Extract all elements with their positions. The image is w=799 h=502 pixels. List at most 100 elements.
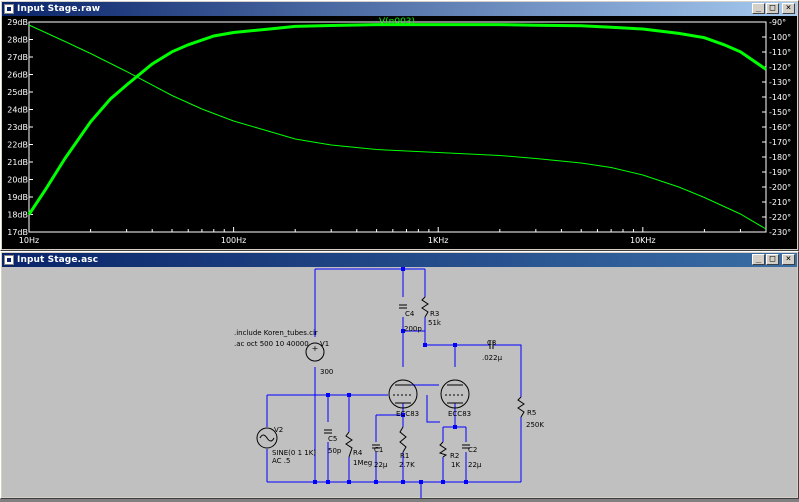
ac-directive[interactable]: .ac oct 500 10 40000 [234, 340, 309, 348]
c3-value[interactable]: .022µ [482, 354, 503, 362]
y-right-tick-label: -210° [769, 198, 791, 207]
close-button[interactable]: × [782, 3, 795, 14]
y-right-tick-label: -190° [769, 168, 791, 177]
y-right-tick-label: -150° [769, 108, 791, 117]
v2-ref: V2 [274, 426, 283, 434]
plot-window-controls: _ □ × [752, 3, 795, 14]
r1-ref: R1 [400, 452, 409, 460]
bode-plot[interactable]: V(n003) 29dB28dB27dB26dB25dB24dB23dB22dB… [2, 16, 797, 250]
plot-window-titlebar[interactable]: Input Stage.raw _ □ × [2, 2, 797, 16]
c2-value[interactable]: 22µ [468, 461, 482, 469]
schematic-file-icon [4, 255, 14, 265]
triode-icon [388, 379, 418, 409]
r5-value[interactable]: 250K [526, 421, 544, 429]
schematic-window-title: Input Stage.asc [17, 255, 99, 265]
sine-wave-icon [259, 434, 275, 442]
r2-resistor[interactable]: R2 1K [438, 441, 460, 469]
y-right-tick-label: -120° [769, 63, 791, 72]
r5-ref: R5 [527, 409, 536, 417]
r4-value[interactable]: 1Meg [353, 459, 372, 467]
schematic-window-titlebar[interactable]: Input Stage.asc _ □ × [2, 253, 797, 267]
waveform-file-icon [4, 4, 14, 14]
y-left-tick-label: 29dB [7, 18, 28, 27]
minimize-button[interactable]: _ [752, 3, 765, 14]
r2-value[interactable]: 1K [451, 461, 460, 469]
y-left-tick-label: 21dB [7, 158, 28, 167]
plot-window-title: Input Stage.raw [17, 4, 101, 14]
y-right-tick-label: -230° [769, 228, 791, 237]
y-right-tick-label: -140° [769, 93, 791, 102]
u1-value[interactable]: ECC83 [396, 410, 419, 418]
y-left-tick-label: 26dB [7, 71, 28, 80]
c1-value[interactable]: 22µ [374, 461, 388, 469]
c5-capacitor[interactable]: C5 50p [324, 429, 342, 455]
minimize-button[interactable]: _ [752, 254, 765, 265]
y-left-tick-label: 23dB [7, 123, 28, 132]
y-left-tick-label: 25dB [7, 88, 28, 97]
r3-value[interactable]: 51k [428, 319, 442, 327]
triode-icon [440, 379, 470, 409]
c3-capacitor[interactable]: C3 .022µ [482, 339, 503, 362]
y-right-tick-label: -160° [769, 123, 791, 132]
junctions [313, 267, 468, 484]
c5-ref: C5 [328, 435, 337, 443]
r1-resistor[interactable]: R1 2.7K [399, 426, 415, 469]
c4-capacitor[interactable]: C4 200p [398, 297, 422, 333]
ecc83-tube-1[interactable]: ECC83 [388, 379, 419, 418]
y-right-tick-label: -220° [769, 213, 791, 222]
schematic-canvas[interactable]: + V1 300 V2 SINE(0 1 1K) AC .5 .include … [2, 267, 797, 502]
c2-ref: C2 [468, 446, 477, 454]
include-directive[interactable]: .include Koren_tubes.cir [234, 329, 318, 337]
sine-source-icon [256, 427, 278, 449]
magnitude-trace[interactable] [27, 23, 767, 216]
c1-capacitor[interactable]: C1 22µ [372, 444, 388, 469]
c2-capacitor[interactable]: C2 22µ [462, 444, 482, 469]
schematic-window-controls: _ □ × [752, 254, 795, 265]
y-left-tick-label: 19dB [7, 193, 28, 202]
c3-ref: C3 [487, 339, 496, 347]
c4-ref: C4 [405, 310, 415, 318]
v2-source[interactable]: V2 SINE(0 1 1K) AC .5 [256, 426, 316, 465]
y-right-tick-label: -110° [769, 48, 791, 57]
y-right-tick-label: -100° [769, 33, 791, 42]
y-right-tick-label: -170° [769, 138, 791, 147]
v1-ref: V1 [320, 340, 329, 348]
right-axis: -90°-100°-110°-120°-130°-140°-150°-160°-… [762, 18, 791, 237]
plot-frame [28, 21, 767, 233]
v2-value[interactable]: SINE(0 1 1K) [272, 449, 316, 457]
x-tick-label: 10Hz [19, 236, 39, 245]
restore-button[interactable]: □ [766, 254, 779, 265]
y-right-tick-label: -180° [769, 153, 791, 162]
c5-value[interactable]: 50p [328, 447, 342, 455]
trace-label[interactable]: V(n003) [379, 17, 415, 27]
y-left-tick-label: 17dB [7, 228, 28, 237]
y-right-tick-label: -130° [769, 78, 791, 87]
dc-source-icon [305, 342, 325, 362]
r4-ref: R4 [353, 449, 363, 457]
y-left-tick-label: 20dB [7, 176, 28, 185]
plus-icon: + [312, 344, 319, 353]
phase-trace[interactable] [28, 24, 767, 230]
x-tick-label: 1KHz [428, 236, 449, 245]
c1-ref: C1 [374, 446, 383, 454]
v1-source[interactable]: + V1 300 [305, 340, 333, 376]
restore-button[interactable]: □ [766, 3, 779, 14]
v1-value[interactable]: 300 [320, 368, 333, 376]
r5-resistor[interactable]: R5 250K [517, 396, 544, 429]
close-button[interactable]: × [782, 254, 795, 265]
schematic-drawing[interactable]: + V1 300 V2 SINE(0 1 1K) AC .5 .include … [2, 267, 797, 502]
r3-resistor[interactable]: R3 51k [421, 296, 442, 327]
y-left-tick-label: 22dB [7, 141, 28, 150]
c4-value[interactable]: 200p [404, 325, 422, 333]
r2-ref: R2 [450, 452, 459, 460]
r4-resistor[interactable]: R4 1Meg [345, 431, 372, 467]
left-axis: 29dB28dB27dB26dB25dB24dB23dB22dB21dB20dB… [7, 18, 33, 237]
schematic-window: Input Stage.asc _ □ × [0, 251, 799, 502]
v2-ac-value[interactable]: AC .5 [272, 457, 290, 465]
ecc83-tube-2[interactable]: ECC83 [440, 379, 471, 418]
u2-value[interactable]: ECC83 [448, 410, 471, 418]
r1-value[interactable]: 2.7K [399, 461, 415, 469]
